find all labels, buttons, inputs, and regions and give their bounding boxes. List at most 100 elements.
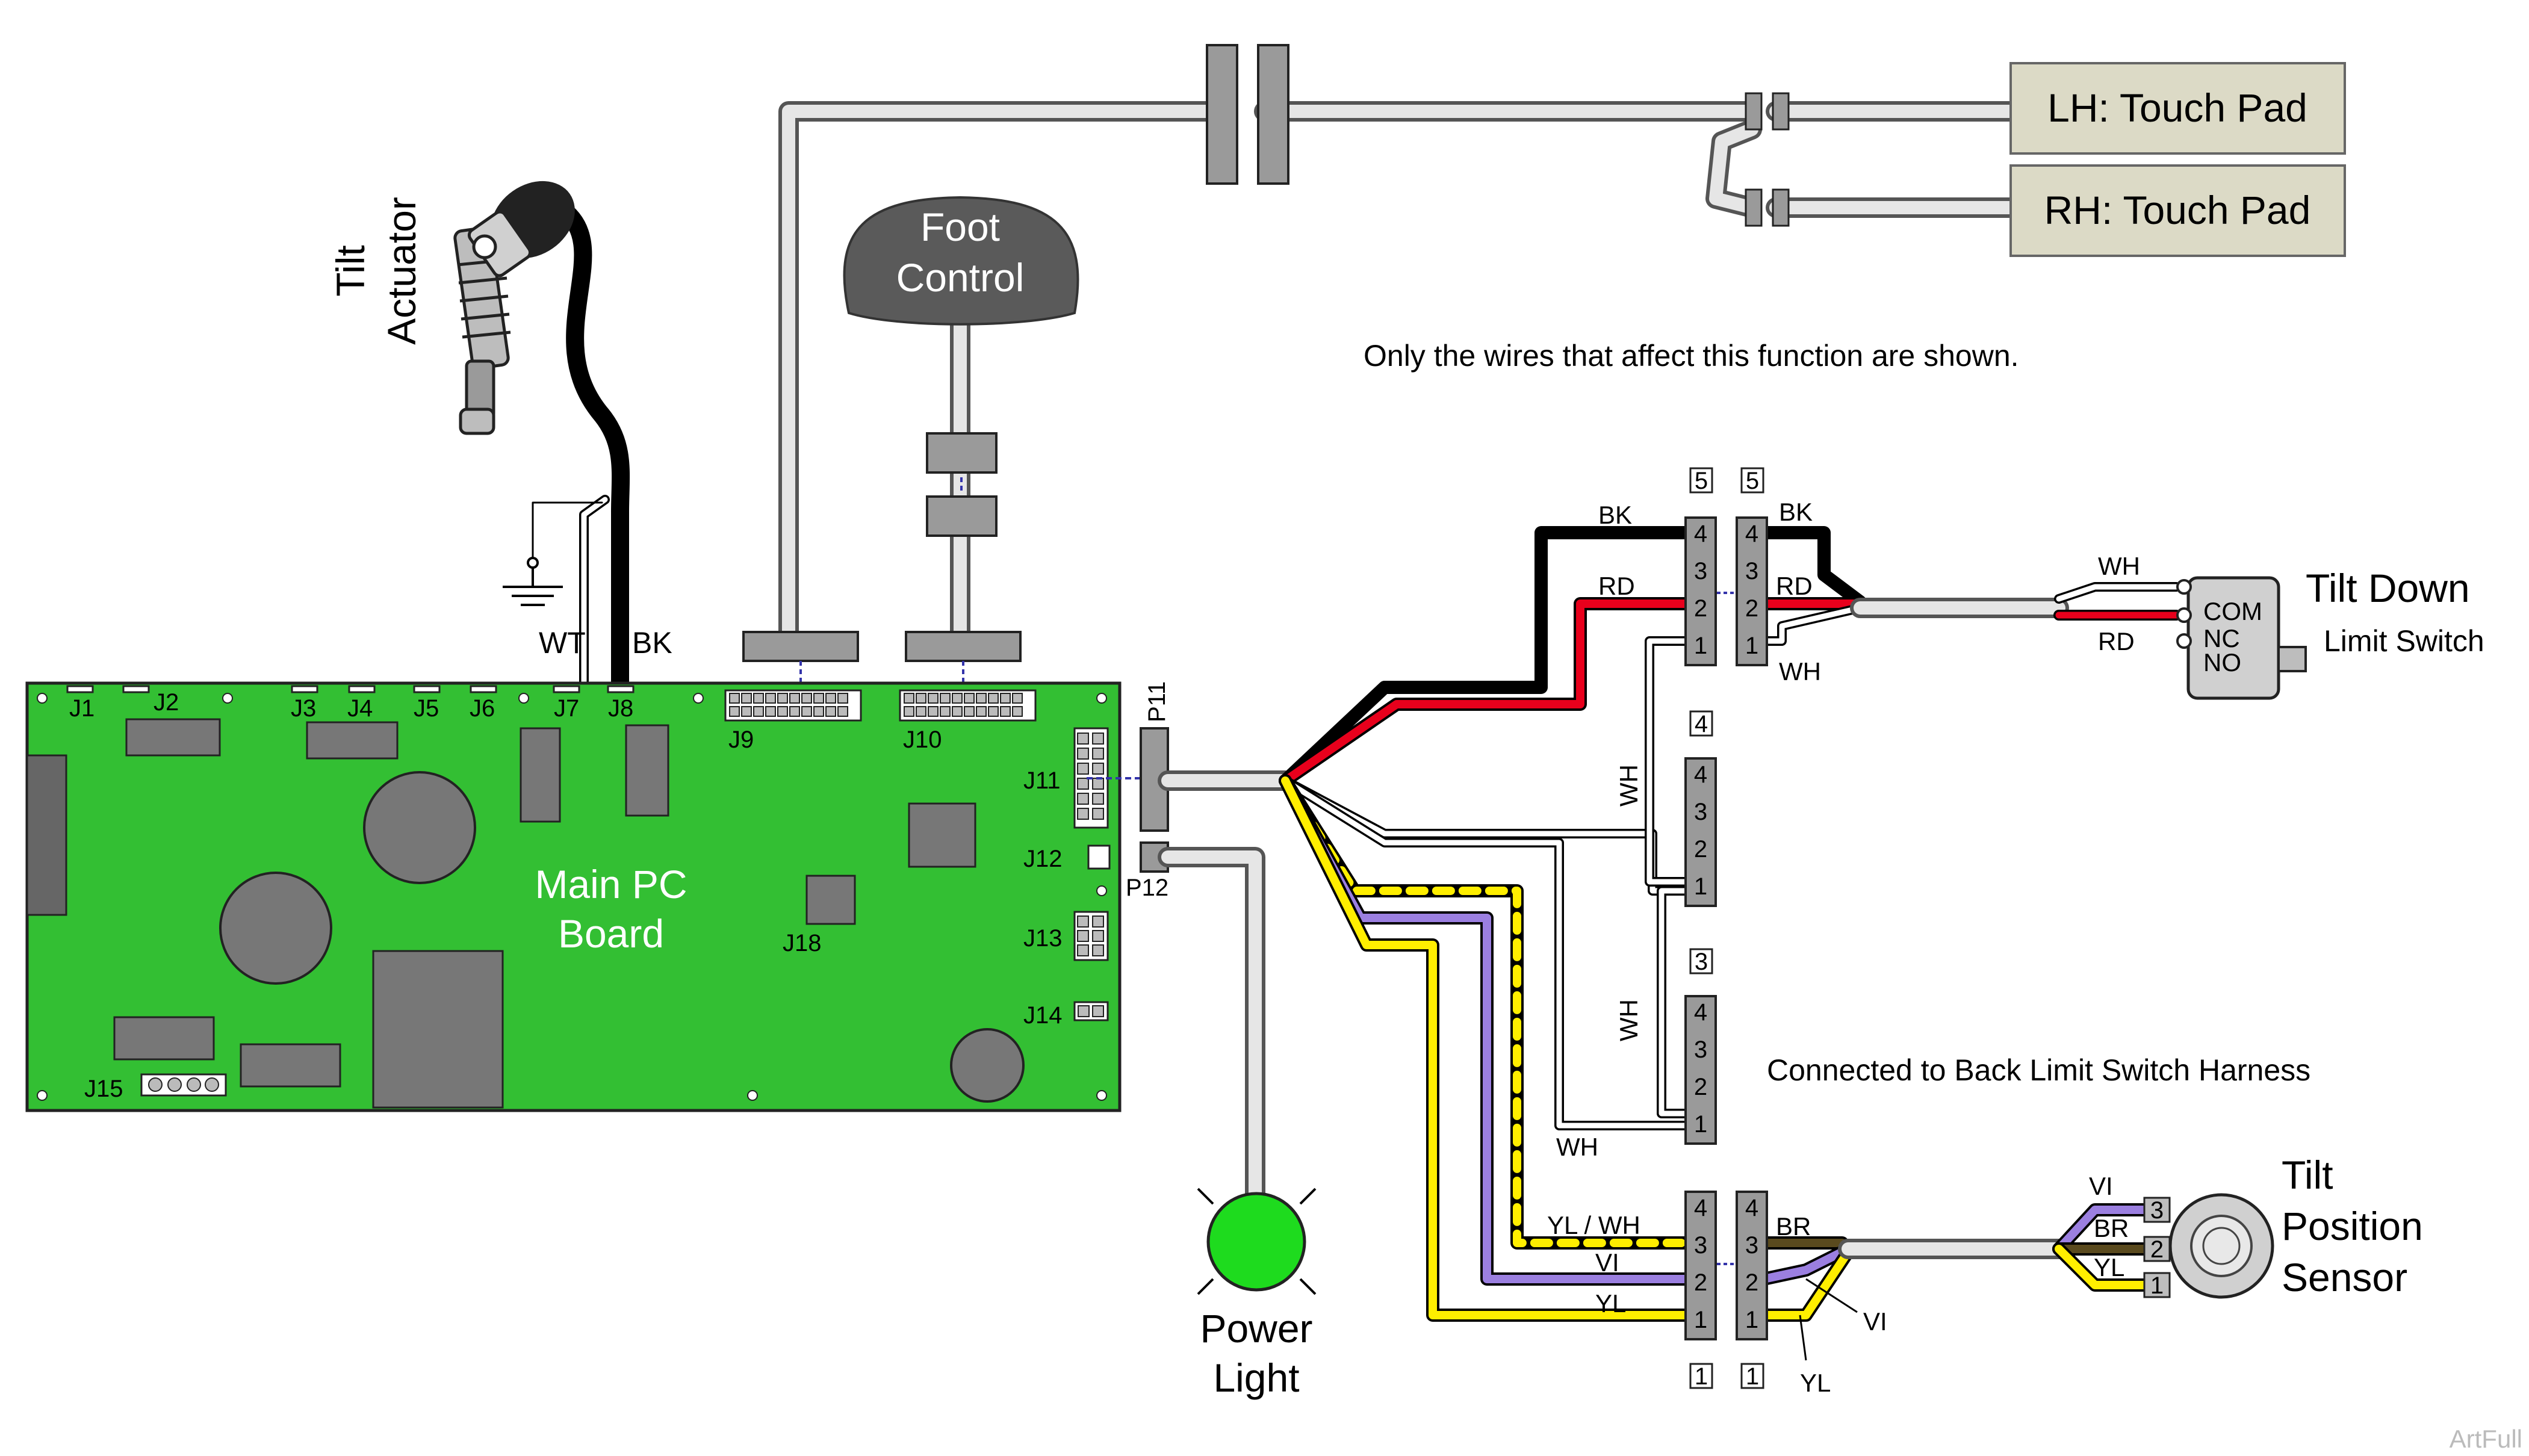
svg-text:RD: RD <box>1598 572 1635 600</box>
board-connector-labels: J1 J2 J3 J4 J5 J6 J7 J8 J9 J10 J11 J12 J… <box>69 689 1063 1102</box>
svg-text:1: 1 <box>1694 873 1707 900</box>
tilt-actuator-label-1: Tilt <box>328 245 373 297</box>
svg-text:2: 2 <box>1745 1269 1758 1296</box>
tilt-actuator <box>453 181 630 695</box>
harness-wire-labels: BK BK RD RD WH WH RD WH WH WH YL / WH VI… <box>1547 498 2140 1397</box>
j10-label: J10 <box>903 726 942 753</box>
svg-text:2: 2 <box>1694 595 1707 622</box>
power-light-label-1: Power <box>1200 1306 1312 1351</box>
lh-plug-right <box>1772 92 1790 131</box>
svg-text:WH: WH <box>1615 764 1643 807</box>
svg-text:WH: WH <box>2098 552 2140 580</box>
wire-label-wt: WT <box>539 626 586 660</box>
connector-3 <box>1684 995 1717 1145</box>
svg-text:VI: VI <box>1863 1307 1887 1336</box>
svg-text:3: 3 <box>1694 558 1707 584</box>
j4-label: J4 <box>347 695 373 722</box>
connector-5-right <box>1736 516 1768 666</box>
svg-text:RD: RD <box>2098 627 2135 655</box>
rd-wire <box>1281 599 1705 785</box>
j10-cable-plug <box>905 631 1022 662</box>
svg-text:4: 4 <box>1694 1195 1707 1221</box>
rh-touch-pad-label: RH: Touch Pad <box>2044 188 2311 232</box>
sensor-pin-3: 3 <box>2150 1197 2164 1224</box>
foot-control-inline-connector-2 <box>926 495 998 537</box>
rh-touch-pad <box>2009 164 2346 257</box>
svg-text:4: 4 <box>1694 999 1707 1026</box>
svg-text:BK: BK <box>1598 501 1632 529</box>
touch-pad-connector-left <box>1206 44 1238 185</box>
svg-text:1: 1 <box>1694 1111 1707 1138</box>
svg-text:1: 1 <box>1745 1307 1758 1333</box>
svg-text:1: 1 <box>1694 633 1707 659</box>
tilt-sensor-label-2: Position <box>2282 1204 2423 1248</box>
foot-control-inline-connector-1 <box>926 432 998 474</box>
tag-c5-right: 5 <box>1746 468 1759 494</box>
wh-wire-to-c3 <box>1282 778 1704 1129</box>
sensor-pin-2: 2 <box>2150 1236 2164 1263</box>
tilt-down-limit-switch <box>2176 576 2307 700</box>
tag-c3: 3 <box>1695 949 1708 975</box>
p11-label: P11 <box>1144 681 1170 722</box>
svg-text:3: 3 <box>1694 1232 1707 1259</box>
main-pc-board-label-2: Board <box>558 911 664 956</box>
lh-plug-left <box>1745 92 1763 131</box>
svg-text:2: 2 <box>1694 1074 1707 1100</box>
tilt-actuator-label-2: Actuator <box>379 197 424 345</box>
rh-plug-right <box>1772 188 1790 227</box>
lh-touch-pad <box>2009 62 2346 155</box>
power-light-label-2: Light <box>1213 1355 1299 1400</box>
ground-wire <box>532 495 610 691</box>
back-harness-note: Connected to Back Limit Switch Harness <box>1767 1053 2310 1087</box>
svg-text:BR: BR <box>2094 1214 2129 1242</box>
j14-label: J14 <box>1023 1002 1063 1029</box>
wires-note: Only the wires that affect this function… <box>1364 339 2019 373</box>
watermark: ArtFull <box>2450 1425 2522 1453</box>
power-light-cable <box>1158 847 1265 1208</box>
lh-touch-pad-label: LH: Touch Pad <box>2047 85 2307 130</box>
j3-label: J3 <box>291 695 316 722</box>
tilt-sensor-label-3: Sensor <box>2282 1255 2407 1300</box>
svg-text:VI: VI <box>2089 1172 2113 1200</box>
svg-text:BR: BR <box>1776 1212 1811 1241</box>
switch-terminal-com: COM <box>2203 597 2262 625</box>
j9-label: J9 <box>728 726 754 753</box>
j2-label: J2 <box>154 689 179 716</box>
connector-pin-numbers: 4 3 2 1 4 3 2 1 4 3 2 1 4 3 2 1 4 3 2 1 … <box>1694 521 1758 1333</box>
svg-text:YL / WH: YL / WH <box>1547 1211 1640 1239</box>
connector-id-tags <box>1689 467 1764 1389</box>
j5-label: J5 <box>414 695 439 722</box>
j18-label: J18 <box>783 930 822 956</box>
tag-c1-right: 1 <box>1746 1363 1759 1390</box>
main-pc-board-label-1: Main PC <box>535 862 687 906</box>
j13-label: J13 <box>1023 925 1063 952</box>
svg-text:4: 4 <box>1745 521 1758 547</box>
svg-text:YL: YL <box>1800 1369 1831 1397</box>
connector-4 <box>1684 757 1717 907</box>
svg-text:3: 3 <box>1745 1232 1758 1259</box>
tag-c1-left: 1 <box>1695 1363 1708 1390</box>
foot-control-label-2: Control <box>896 255 1025 300</box>
j11-label: J11 <box>1023 767 1061 794</box>
svg-text:YL: YL <box>1595 1289 1626 1318</box>
tilt-sensor-label-1: Tilt <box>2282 1153 2333 1197</box>
sensor-pin-1: 1 <box>2150 1272 2164 1299</box>
svg-text:3: 3 <box>1694 799 1707 825</box>
svg-text:4: 4 <box>1745 1195 1758 1221</box>
tag-c4: 4 <box>1695 711 1708 737</box>
svg-text:BK: BK <box>1779 498 1813 526</box>
svg-text:2: 2 <box>1694 836 1707 863</box>
svg-text:WH: WH <box>1556 1133 1598 1161</box>
foot-control-pedal <box>843 196 1079 326</box>
tilt-position-sensor <box>2143 1193 2274 1299</box>
svg-text:VI: VI <box>1595 1248 1619 1277</box>
svg-text:4: 4 <box>1694 761 1707 788</box>
j15-label: J15 <box>84 1076 123 1102</box>
tag-c5-left: 5 <box>1695 468 1708 494</box>
svg-text:WH: WH <box>1615 999 1643 1041</box>
foot-control-label-1: Foot <box>920 205 1000 249</box>
svg-text:2: 2 <box>1694 1269 1707 1296</box>
main-pc-board <box>25 681 1122 1112</box>
svg-text:3: 3 <box>1745 558 1758 584</box>
svg-text:WH: WH <box>1779 657 1821 686</box>
